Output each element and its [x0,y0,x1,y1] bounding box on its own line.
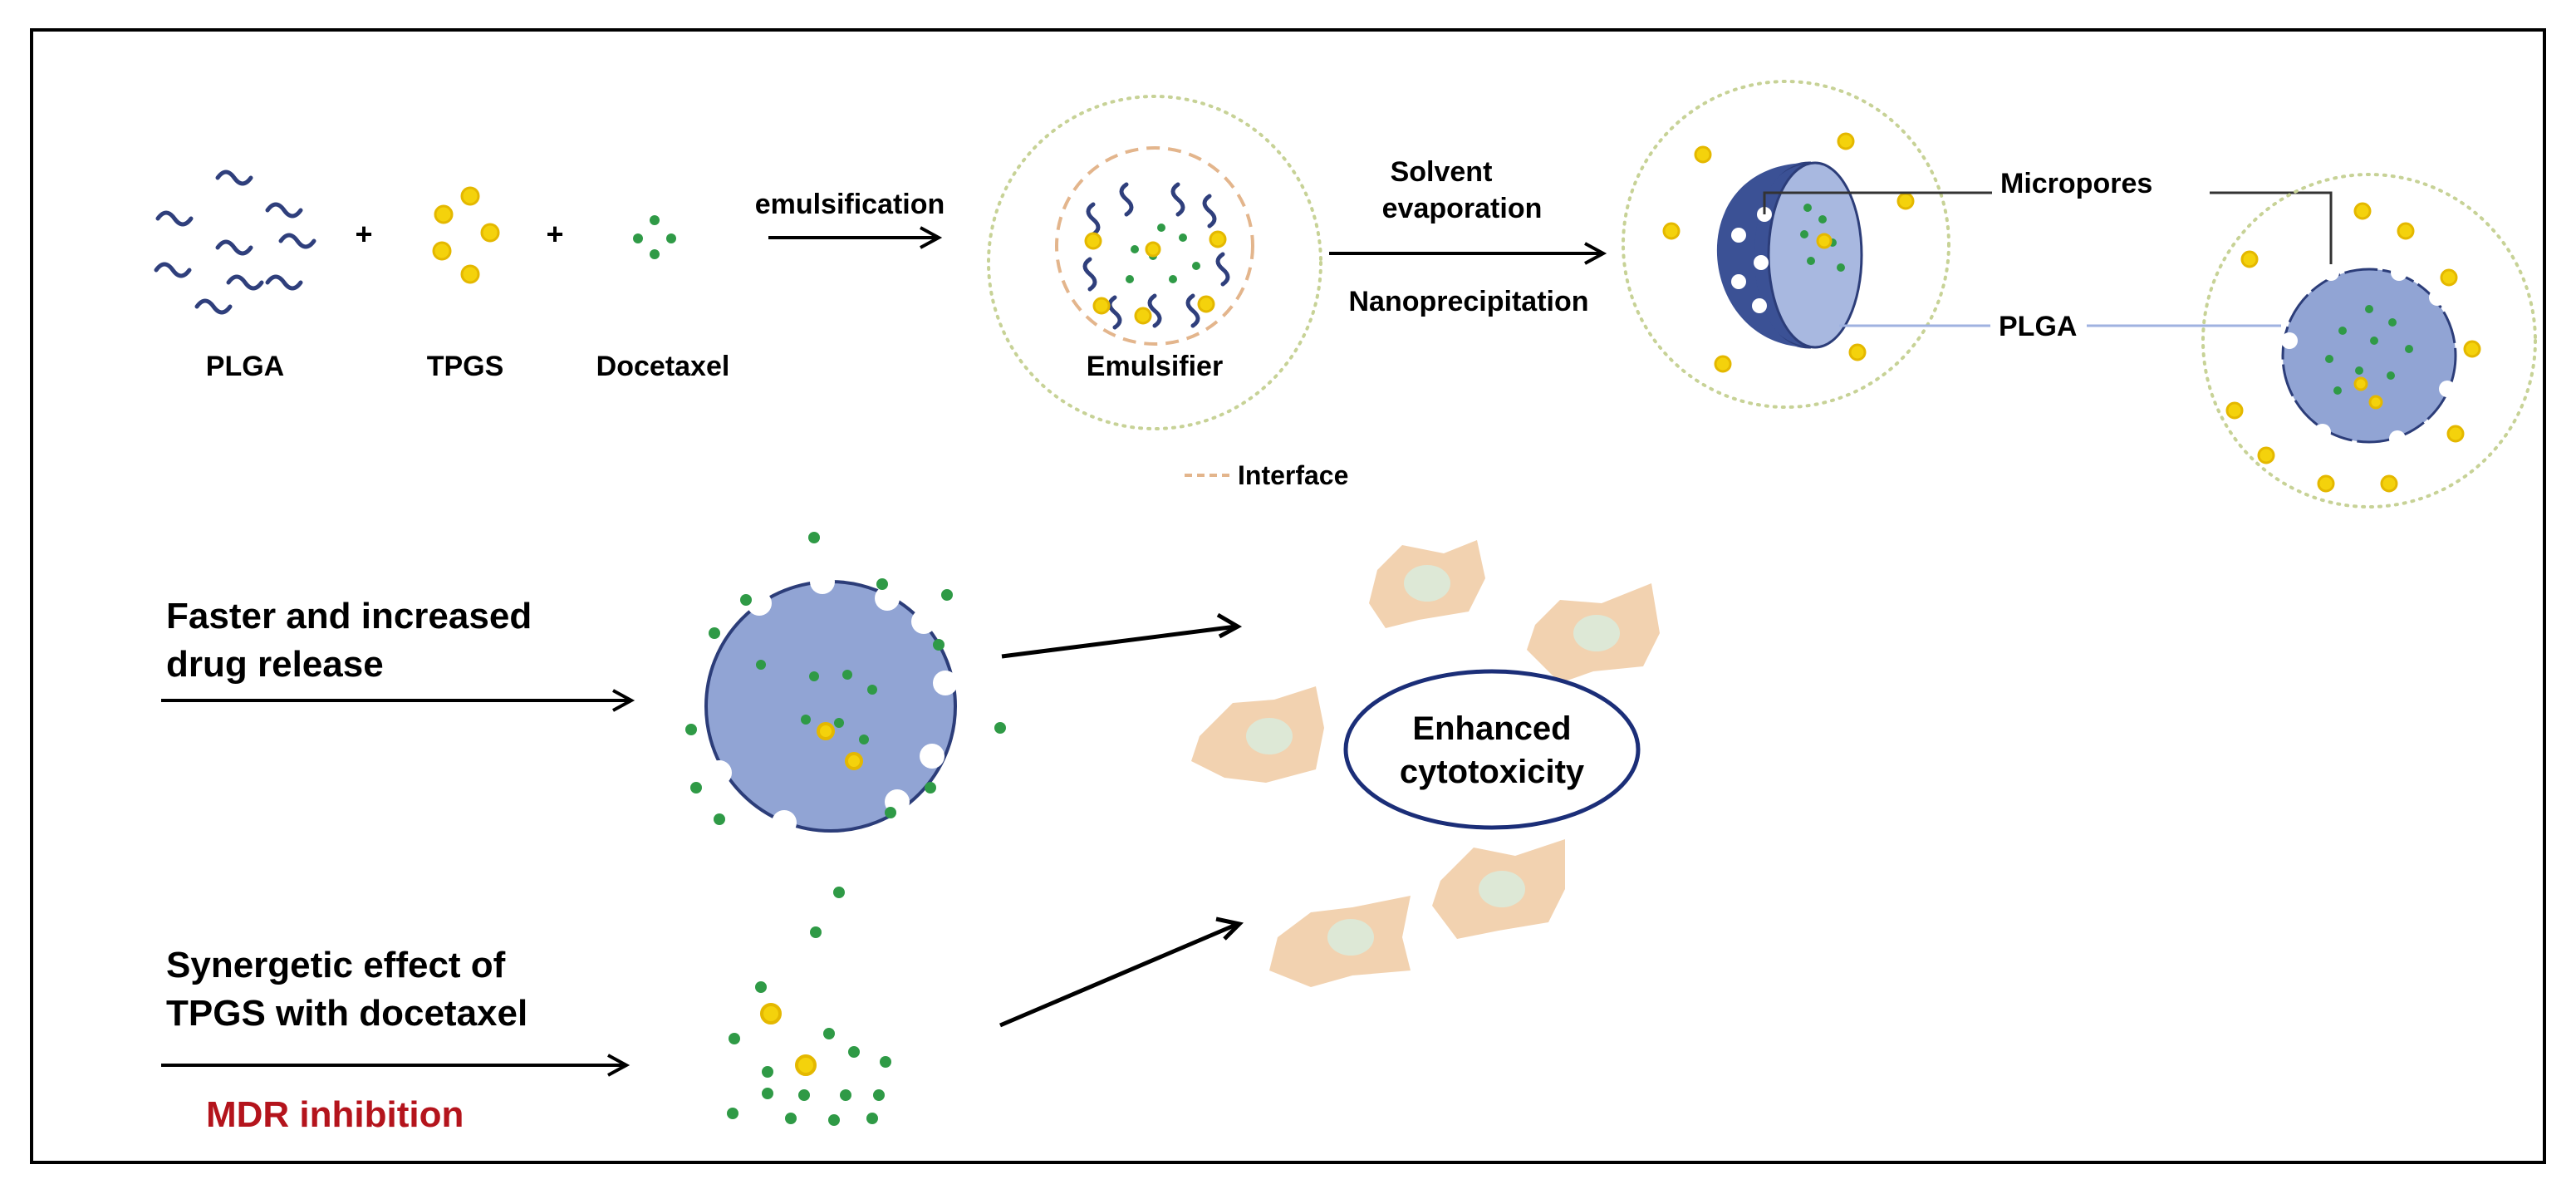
synergetic-arrowhead [607,1054,631,1077]
hemisphere-tpgs [1816,233,1833,249]
releasing-np-tpgs [817,722,863,770]
tumor-cell [1432,839,1565,939]
cytotoxicity-label: cytotoxicity [1400,754,1585,790]
releasing-np-pores [707,569,958,835]
emulsification-arrowhead [920,226,943,249]
emulsification-label: emulsification [755,189,945,220]
hemisphere-boundary [1622,80,1950,409]
faster-release-arrowhead [612,689,635,712]
faster-release-line1: Faster and increased [166,596,532,636]
free-docetaxel [727,981,891,1126]
solvent-label-line1: Solvent [1391,156,1493,188]
porous-np-micropores [2281,264,2456,447]
micropores-label: Micropores [2000,168,2152,199]
tumor-cell [1191,686,1324,783]
interface-legend-label: Interface [1238,460,1348,490]
tumor-cell [1369,540,1485,628]
synergy-to-cells-arrowhead [1215,916,1244,941]
emulsion-tpgs [1084,230,1227,325]
porous-np-tpgs [2353,376,2383,410]
emulsion-docetaxel [1126,224,1200,283]
docetaxel-molecules [633,215,676,259]
synergetic-line1: Synergetic effect of [166,945,506,985]
tpgs-molecules [432,186,500,284]
hemisphere-outer-tpgs [1662,132,1915,373]
releasing-np-inner-docetaxel [756,660,877,744]
nanoprecipitation-label: Nanoprecipitation [1348,286,1588,317]
porous-np-boundary [2201,173,2537,509]
synergy-to-cells-arrow [999,921,1239,1028]
plga-label: PLGA [206,351,284,382]
emulsifier-label: Emulsifier [1087,351,1223,382]
interface-circle [1055,146,1254,346]
plga-polymer-strands [154,170,316,315]
released-docetaxel [685,532,1006,938]
docetaxel-label: Docetaxel [596,351,730,382]
figure-frame [30,28,2546,1164]
solvent-evaporation-arrowhead [1584,242,1607,265]
solvent-label-line2: evaporation [1382,193,1543,224]
tpgs-label: TPGS [427,351,504,382]
tumor-cells [1191,540,1660,987]
faster-release-line2: drug release [166,644,384,685]
porous-np-outer-tpgs [2225,202,2481,493]
synergetic-line2: TPGS with docetaxel [166,993,527,1034]
hemisphere-docetaxel [1800,204,1845,272]
plga-callout-label: PLGA [1999,311,2077,342]
release-to-cells-arrowhead [1216,612,1243,639]
emulsion-plga-strands [1082,182,1230,330]
porous-np-docetaxel [2325,305,2413,395]
tumor-cell [1527,583,1660,683]
porous-np-body [2281,268,2457,444]
plus-sign-2: + [546,217,563,251]
emulsion-boundary [987,95,1322,430]
release-to-cells-arrow [1001,624,1237,659]
hemisphere-cut-face [1767,161,1863,349]
enhanced-cytotoxicity-ellipse [1343,669,1641,830]
micropores-callout-line-left [1763,191,1992,214]
plus-sign-1: + [355,217,372,251]
hemisphere-body [1716,163,1809,347]
tumor-cell [1269,896,1411,987]
micropores-callout-line-right [2210,191,2333,264]
free-tpgs [760,1003,817,1076]
enhanced-label: Enhanced [1412,710,1571,747]
mdr-inhibition-label: MDR inhibition [206,1094,464,1135]
